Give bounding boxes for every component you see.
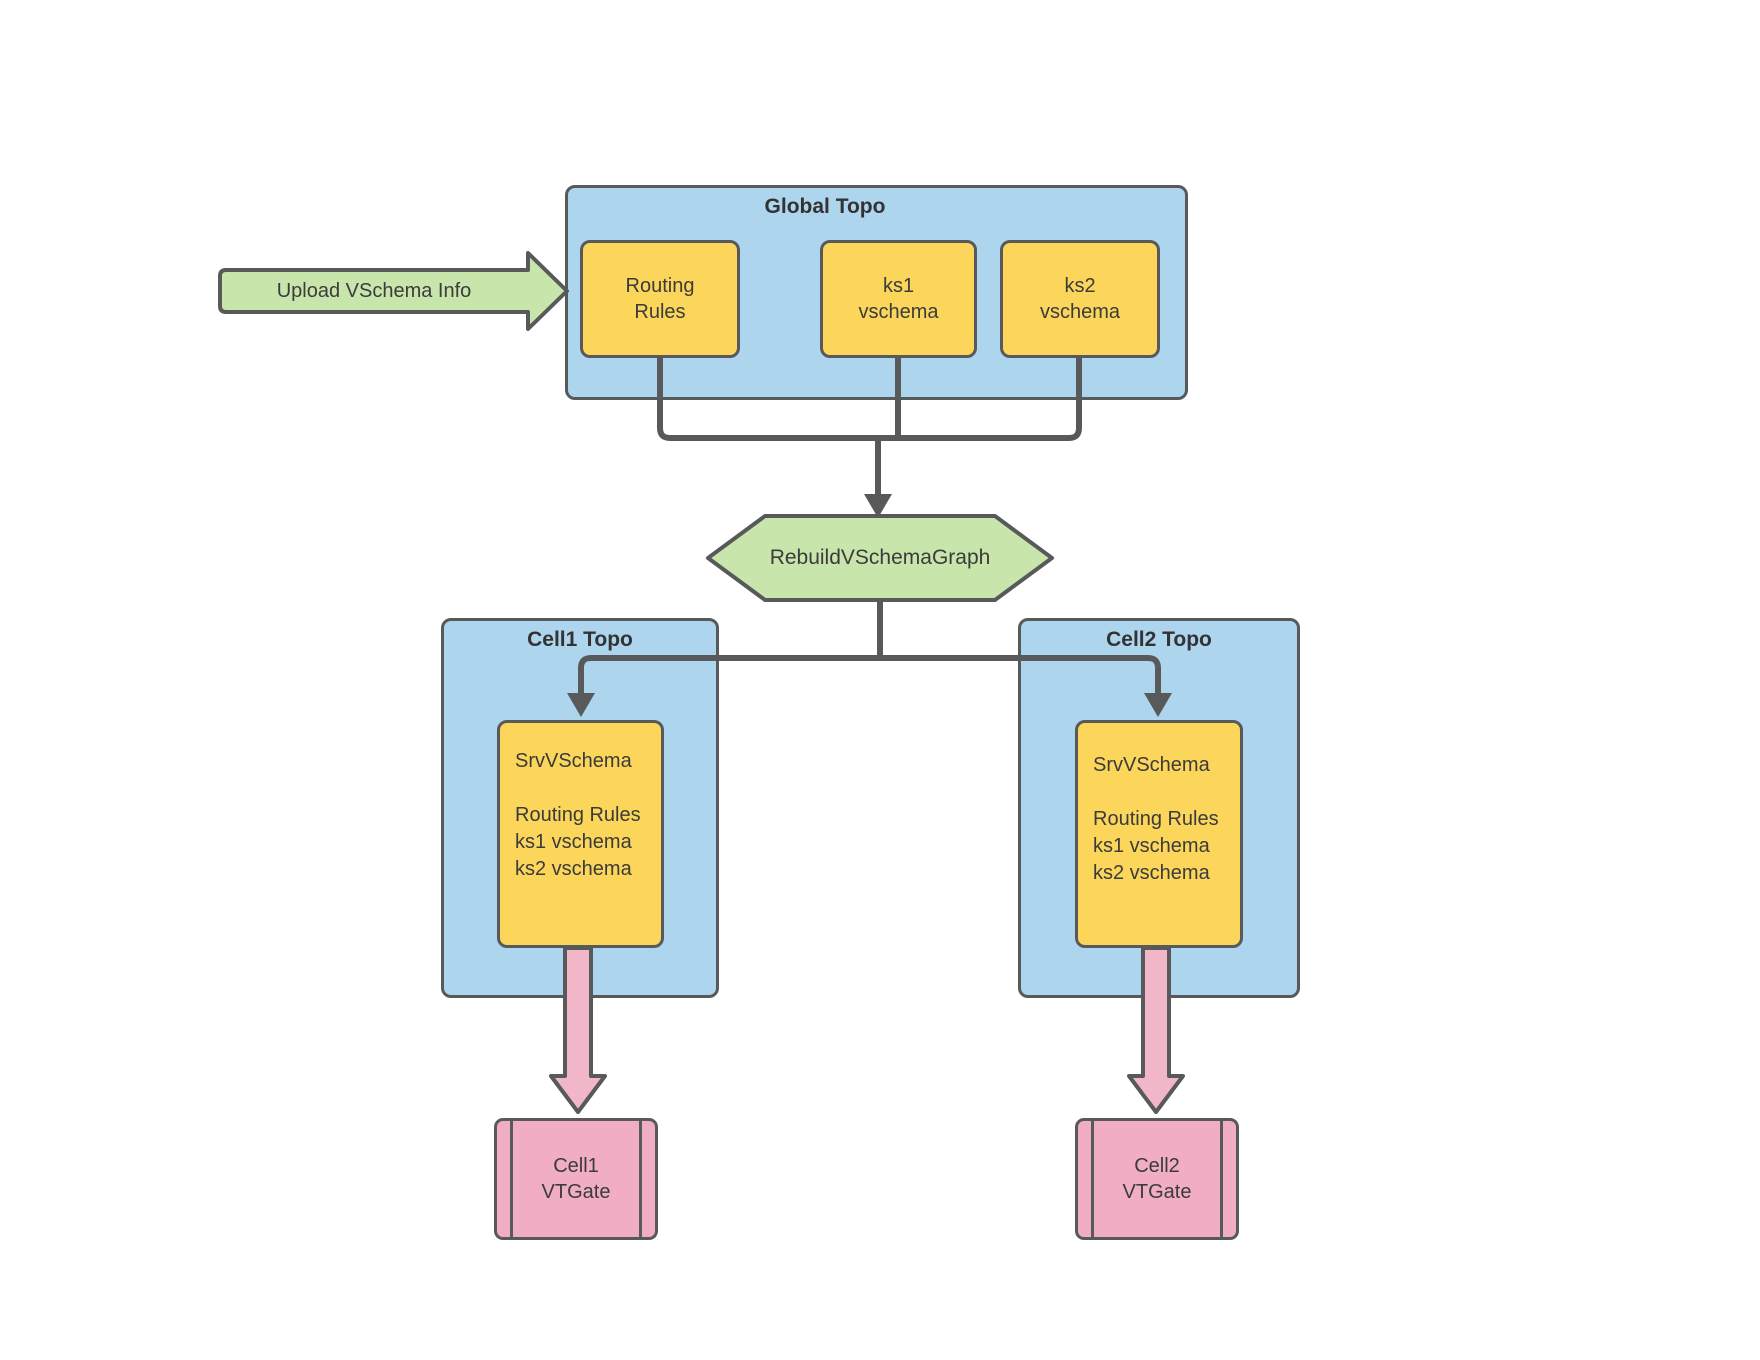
- connector-collector-bar: [657, 358, 1082, 441]
- cell2-topo-title: Cell2 Topo: [1106, 628, 1212, 651]
- cell2-vtgate-node: [1075, 1118, 1239, 1240]
- global-topo-title: Global Topo: [764, 195, 886, 218]
- connector-branch-cell2: [880, 655, 1161, 694]
- vtgate-right-bar: [639, 1121, 642, 1237]
- cell2-srvvschema-text: SrvVSchema Routing Rules ks1 vschema ks2…: [1093, 754, 1219, 884]
- arrowhead-into-cell1-icon: [567, 693, 595, 717]
- arrowhead-into-cell2-icon: [1144, 693, 1172, 717]
- routing-rules-node: [580, 240, 740, 358]
- cell1-topo-title: Cell1 Topo: [527, 628, 633, 651]
- vtgate-left-bar: [1091, 1121, 1094, 1237]
- connector-branch-cell1: [578, 655, 880, 694]
- cell1-vtgate-node: [494, 1118, 658, 1240]
- rebuild-hexagon-shape: [706, 514, 1054, 602]
- upload-arrow-shape: [218, 251, 569, 331]
- cell1-srvvschema-node: [497, 720, 664, 948]
- cell1-vtgate-arrow: [549, 946, 607, 1114]
- cell2-vtgate-arrow: [1127, 946, 1185, 1114]
- ks2-vschema-node: [1000, 240, 1160, 358]
- vtgate-right-bar: [1220, 1121, 1223, 1237]
- cell1-srvvschema-text: SrvVSchema Routing Rules ks1 vschema ks2…: [515, 750, 641, 880]
- cell2-srvvschema-node: [1075, 720, 1243, 948]
- ks1-vschema-node: [820, 240, 977, 358]
- arrowhead-into-rebuild-icon: [864, 494, 892, 518]
- vtgate-left-bar: [510, 1121, 513, 1237]
